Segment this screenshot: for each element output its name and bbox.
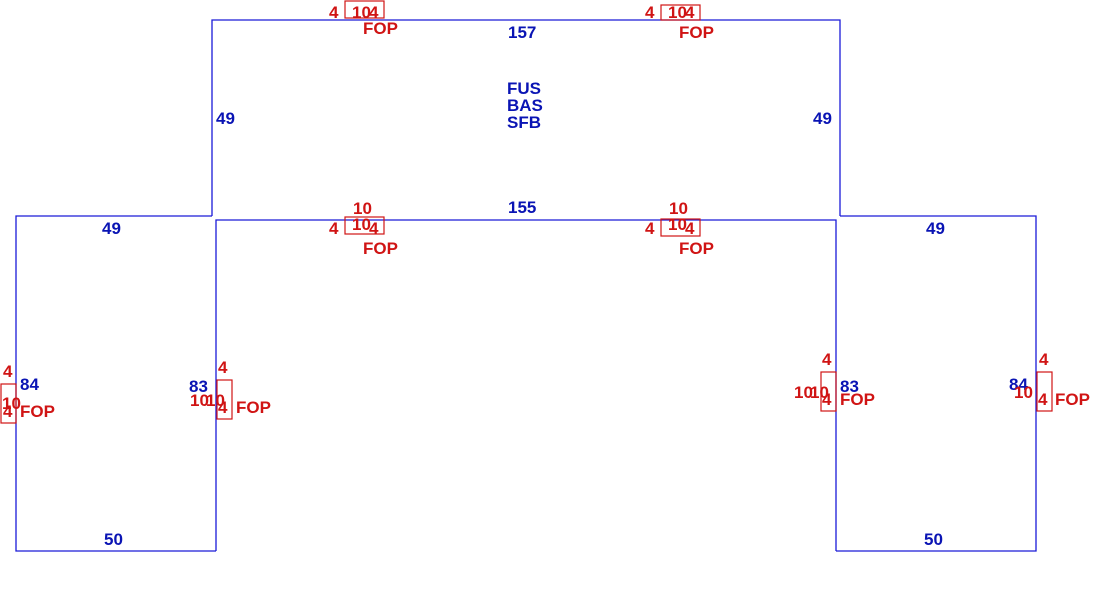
opening-width: 10 [668, 215, 687, 234]
opening-mid-left: 10 4 10 4 FOP [329, 199, 398, 258]
dimension-left-inner-edge: 83 [189, 377, 208, 396]
opening-box-right-outer [1036, 371, 1053, 412]
opening-above: 10 [353, 199, 372, 218]
opening-width: 10 [352, 215, 371, 234]
opening-label: FOP [20, 402, 55, 421]
dimension-right-outer-edge: 84 [1009, 375, 1028, 394]
center-label-sfb: SFB [507, 113, 541, 132]
opening-height: 4 [1038, 390, 1048, 409]
opening-box-top-left [344, 0, 385, 19]
opening-box-left-inner [216, 379, 233, 420]
opening-width: 10 [206, 391, 225, 410]
dimension-left-bottom-edge: 50 [104, 530, 123, 549]
left-room-outline [15, 215, 216, 552]
opening-top-left: 4 10 4 FOP [329, 3, 398, 38]
opening-left-offset: 4 [645, 3, 655, 22]
opening-above: 4 [218, 358, 228, 377]
dimension-right-bottom-edge: 50 [924, 530, 943, 549]
opening-above: 4 [3, 362, 13, 381]
opening-box-mid-left [344, 216, 385, 235]
dimension-right-inner-edge: 83 [840, 377, 859, 396]
opening-box-left-outer [0, 383, 17, 424]
opening-height: 4 [3, 402, 13, 421]
dimension-top-edge: 157 [508, 23, 536, 42]
dimension-middle-edge: 155 [508, 198, 536, 217]
opening-box-top-right [660, 4, 701, 21]
upper-room-outline [211, 19, 841, 216]
opening-height: 4 [369, 219, 379, 238]
dimension-right-top-edge: 49 [926, 219, 945, 238]
opening-width: 10 [352, 3, 371, 22]
opening-top-right: 4 10 4 FOP [645, 3, 714, 42]
opening-label: FOP [363, 239, 398, 258]
opening-width: 10 [810, 383, 829, 402]
center-label-bas: BAS [507, 96, 543, 115]
opening-mid-right: 10 4 10 4 FOP [645, 199, 714, 258]
opening-label: FOP [363, 19, 398, 38]
opening-box-right-inner [820, 371, 837, 412]
dimension-upper-right-edge: 49 [813, 109, 832, 128]
opening-left-inner: 4 10 10 4 FOP [190, 358, 271, 417]
opening-label: FOP [679, 239, 714, 258]
opening-offset: 10 [794, 383, 813, 402]
opening-offset: 10 [1014, 383, 1033, 402]
opening-offset: 10 [190, 391, 209, 410]
opening-box-mid-right [660, 218, 701, 237]
opening-label: FOP [1055, 390, 1090, 409]
opening-height: 4 [685, 3, 695, 22]
dimension-upper-left-edge: 49 [216, 109, 235, 128]
opening-left-offset: 4 [329, 219, 339, 238]
opening-height: 4 [685, 219, 695, 238]
dimension-left-top-edge: 49 [102, 219, 121, 238]
opening-height: 4 [369, 3, 379, 22]
opening-width: 10 [668, 3, 687, 22]
opening-above: 4 [1039, 350, 1049, 369]
opening-label: FOP [840, 390, 875, 409]
opening-height: 4 [218, 398, 228, 417]
opening-right-outer: 4 10 4 FOP [1014, 350, 1090, 409]
opening-width: 10 [2, 394, 21, 413]
center-label-fus: FUS [507, 79, 541, 98]
dimension-left-outer-edge: 84 [20, 375, 39, 394]
opening-left-offset: 4 [645, 219, 655, 238]
opening-height: 4 [822, 390, 832, 409]
opening-label: FOP [236, 398, 271, 417]
opening-right-inner: 4 10 10 4 FOP [794, 350, 875, 409]
opening-above: 10 [669, 199, 688, 218]
opening-left-offset: 4 [329, 3, 339, 22]
center-room-outline [215, 219, 837, 551]
opening-above: 4 [822, 350, 832, 369]
opening-left-outer: 4 10 4 FOP [2, 362, 55, 421]
right-room-outline [836, 215, 1037, 552]
opening-label: FOP [679, 23, 714, 42]
